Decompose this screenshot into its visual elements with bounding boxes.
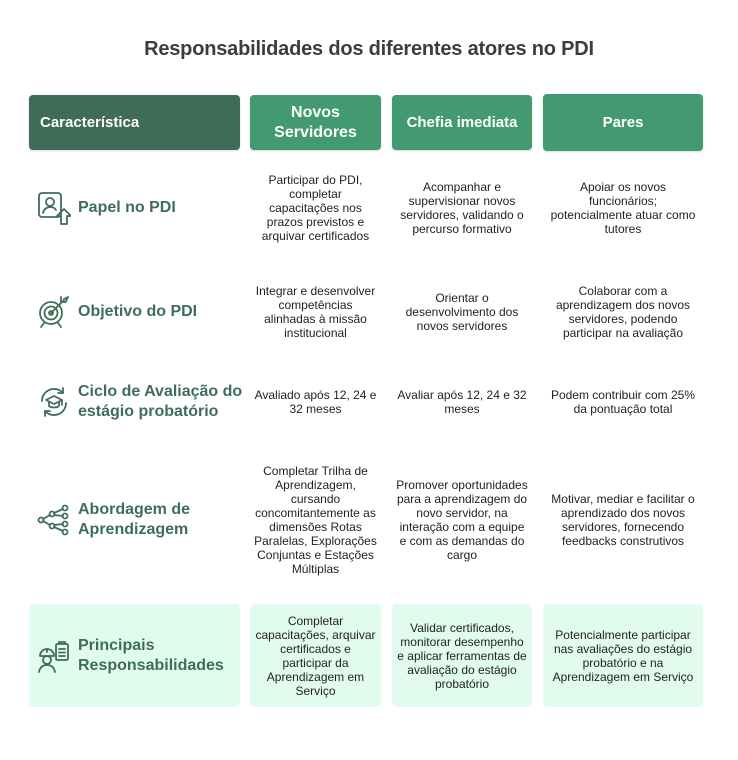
cell-abordagem-chefia: Promover oportunidades para a aprendizag… (396, 478, 528, 562)
cell-objetivo-novos: Integrar e desenvolver competências alin… (255, 284, 376, 340)
cell-responsabilidades-pares: Potencialmente participar nas avaliações… (543, 604, 703, 707)
cell-objetivo-chefia: Orientar o desenvolvimento dos novos ser… (405, 291, 519, 333)
header-caracteristica: Característica (29, 95, 240, 150)
header-novos-servidores-label: Novos Servidores (274, 103, 357, 141)
row-label-text: Ciclo de Avaliação do estágio probatório (78, 383, 243, 420)
cell-papel-chefia: Acompanhar e supervisionar novos servido… (400, 180, 524, 236)
row-label-papel: Papel no PDI (37, 191, 237, 225)
cell-ciclo-chefia: Avaliar após 12, 24 e 32 meses (397, 388, 527, 416)
row-label-text: Principais Responsabilidades (78, 636, 224, 674)
worker-clipboard-icon (37, 639, 71, 673)
user-profile-upload-icon (37, 191, 71, 225)
cell-papel-novos: Participar do PDI, completar capacitaçõe… (261, 173, 370, 243)
cell-responsabilidades-chefia: Validar certificados, monitorar desempen… (392, 604, 532, 707)
graduation-cycle-icon (37, 385, 71, 419)
cell-ciclo-novos: Avaliado após 12, 24 e 32 meses (254, 388, 377, 416)
cell-responsabilidades-novos: Completar capacitações, arquivar certifi… (250, 604, 381, 707)
page-title: Responsabilidades dos diferentes atores … (144, 38, 594, 60)
row-label-text: Abordagem de Aprendizagem (78, 501, 191, 538)
row-label-ciclo: Ciclo de Avaliação do estágio probatório (37, 382, 247, 422)
cell-objetivo-pares: Colaborar com a aprendizagem dos novos s… (555, 284, 691, 340)
row-label-text: Objetivo do PDI (78, 303, 198, 320)
row-label-objetivo: Objetivo do PDI (37, 295, 237, 329)
cell-abordagem-pares: Motivar, mediar e facilitar o aprendizad… (551, 492, 695, 548)
target-arrow-icon (37, 295, 71, 329)
header-chefia-imediata: Chefia imediata (392, 95, 532, 150)
cell-abordagem-novos: Completar Trilha de Aprendizagem, cursan… (254, 464, 377, 576)
network-branches-icon (37, 503, 71, 537)
header-novos-servidores: Novos Servidores (250, 95, 381, 150)
row-label-text: Papel no PDI (78, 199, 176, 216)
row-label-abordagem: Abordagem de Aprendizagem (37, 500, 237, 540)
cell-ciclo-pares: Podem contribuir com 25% da pontuação to… (550, 388, 696, 416)
header-pares: Pares (543, 94, 703, 151)
cell-papel-pares: Apoiar os novos funcionários; potencialm… (550, 180, 696, 236)
row-label-responsabilidades: Principais Responsabilidades (29, 604, 240, 707)
